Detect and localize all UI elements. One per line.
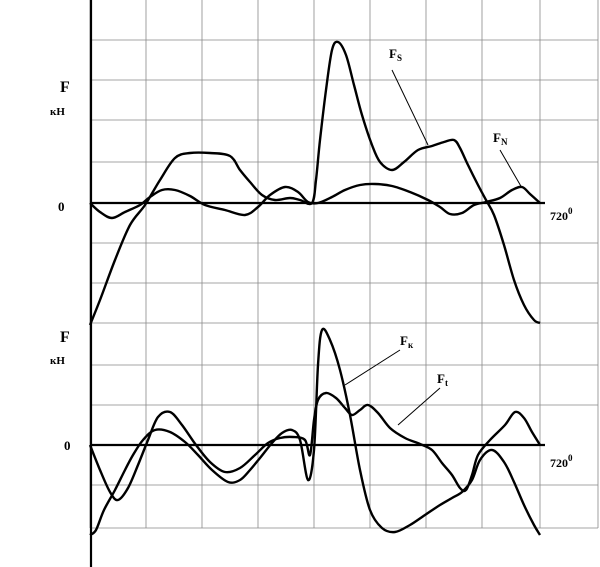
- series-line-fk: [89, 327, 542, 537]
- top-end-label: 7200: [550, 206, 573, 223]
- series-line-ft: [88, 391, 542, 502]
- leader-fn: [499, 149, 523, 189]
- labels: F кН 0 7200 F кН 0 7200: [50, 79, 573, 470]
- series-line-fn: [89, 182, 541, 220]
- top-ylabel: F: [60, 79, 70, 96]
- series-label-ft: Ft: [437, 371, 448, 388]
- top-zero-label: 0: [58, 199, 65, 214]
- top-yunit: кН: [50, 106, 65, 118]
- bottom-ylabel: F: [60, 329, 70, 346]
- bottom-zero-label: 0: [64, 438, 71, 453]
- curves: [88, 40, 542, 537]
- series-label-fs: FS: [389, 46, 402, 63]
- leader-ft: [397, 387, 441, 426]
- axes: [89, 0, 545, 567]
- series-label-fn: FN: [493, 130, 508, 147]
- series-line-fs: [88, 40, 541, 326]
- leader-fs: [391, 69, 429, 146]
- grid: [89, 0, 599, 529]
- bottom-end-label: 7200: [550, 453, 573, 470]
- series-label-fk: Fк: [400, 333, 414, 350]
- leader-fk: [344, 349, 401, 386]
- bottom-yunit: кН: [50, 355, 65, 367]
